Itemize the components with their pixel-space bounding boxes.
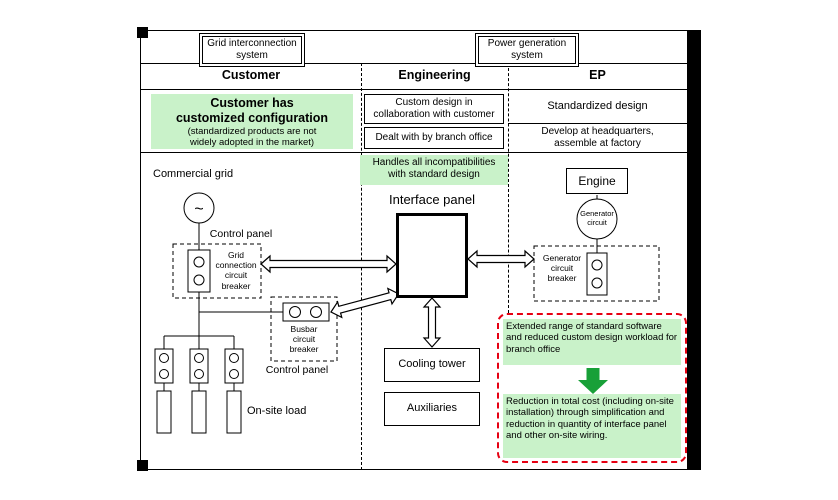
- busbar-breaker-icon: [282, 302, 330, 322]
- benefit-bottom-text: Reduction in total cost (including on-si…: [503, 394, 681, 458]
- grid-breaker-icon: [187, 249, 211, 293]
- generator-circle-icon: [576, 198, 618, 240]
- benefits-callout: [497, 313, 687, 463]
- ep-production-label: Develop at headquarters, assemble at fac…: [541, 126, 654, 149]
- engineering-design-box: Custom design in collaboration with cust…: [364, 94, 504, 124]
- column-header-customer: Customer: [221, 68, 281, 82]
- generator-breaker-icon: [586, 252, 608, 296]
- header-bottom-line: [141, 89, 687, 90]
- row2-bottom-line: [141, 152, 687, 153]
- feeder-breaker-icons: [154, 348, 244, 384]
- arrow-interface-to-cooling: [422, 297, 442, 348]
- engine-box: Engine: [566, 168, 628, 194]
- arrow-grid-to-interface: [260, 254, 397, 274]
- customer-config-cell: Customer has customized configuration (s…: [151, 94, 353, 149]
- generator-circle-label: Generator circuit: [580, 209, 614, 227]
- dashed-enclosures: [172, 243, 660, 362]
- arrow-busbar-to-interface: [330, 287, 400, 319]
- column-header-ep: EP: [589, 68, 606, 82]
- control-panel-bottom-label: Control panel: [265, 364, 329, 376]
- commercial-grid-label: Commercial grid: [153, 168, 234, 180]
- interface-panel-box: [396, 213, 468, 298]
- customer-config-title: Customer has customized configuration: [175, 96, 329, 125]
- customer-config-note: (standardized products are not widely ad…: [187, 126, 317, 149]
- grid-system-label: Grid interconnection system: [202, 36, 302, 64]
- ac-wave-icon: ~: [194, 201, 203, 218]
- ep-design-label: Standardized design: [547, 100, 648, 112]
- right-black-bar: [688, 30, 701, 470]
- corner-mark-top-left: [137, 27, 148, 38]
- generator-breaker-box: [533, 245, 660, 302]
- busbar-breaker-label: Busbar circuit breaker: [289, 324, 319, 355]
- generator-breaker-label: Generator circuit breaker: [542, 253, 582, 284]
- circuit-graphics: ~: [154, 192, 660, 434]
- header-top-line: [141, 63, 687, 64]
- grid-breaker-label: Grid connection circuit breaker: [215, 250, 257, 291]
- ac-source-icon: [183, 192, 215, 224]
- ep-column-divider-line: [508, 123, 687, 124]
- control-panel-bottom-box: [270, 296, 338, 362]
- benefit-top-text: Extended range of standard software and …: [503, 319, 681, 365]
- power-system-label-box: Power generation system: [475, 33, 579, 67]
- green-down-arrow-icon: [578, 368, 608, 394]
- power-system-label: Power generation system: [478, 36, 576, 64]
- engineering-ep-divider: [508, 63, 509, 313]
- corner-mark-bottom-left: [137, 460, 148, 471]
- auxiliaries-box: Auxiliaries: [384, 392, 480, 426]
- interface-panel-label: Interface panel: [388, 192, 475, 207]
- grid-system-label-box: Grid interconnection system: [199, 33, 305, 67]
- engineering-handledby-box: Dealt with by branch office: [364, 127, 504, 149]
- engineering-highlight: Handles all incompatibilities with stand…: [360, 155, 508, 185]
- onsite-load-label: On-site load: [247, 405, 307, 417]
- diagram-frame: Grid interconnection system Power genera…: [140, 30, 688, 470]
- arrow-interface-to-generator: [467, 249, 535, 269]
- control-panel-top-label: Control panel: [209, 228, 273, 240]
- control-panel-top-box: [172, 243, 262, 299]
- cooling-tower-box: Cooling tower: [384, 348, 480, 382]
- load-icons: [156, 390, 242, 434]
- column-header-engineering: Engineering: [398, 68, 471, 82]
